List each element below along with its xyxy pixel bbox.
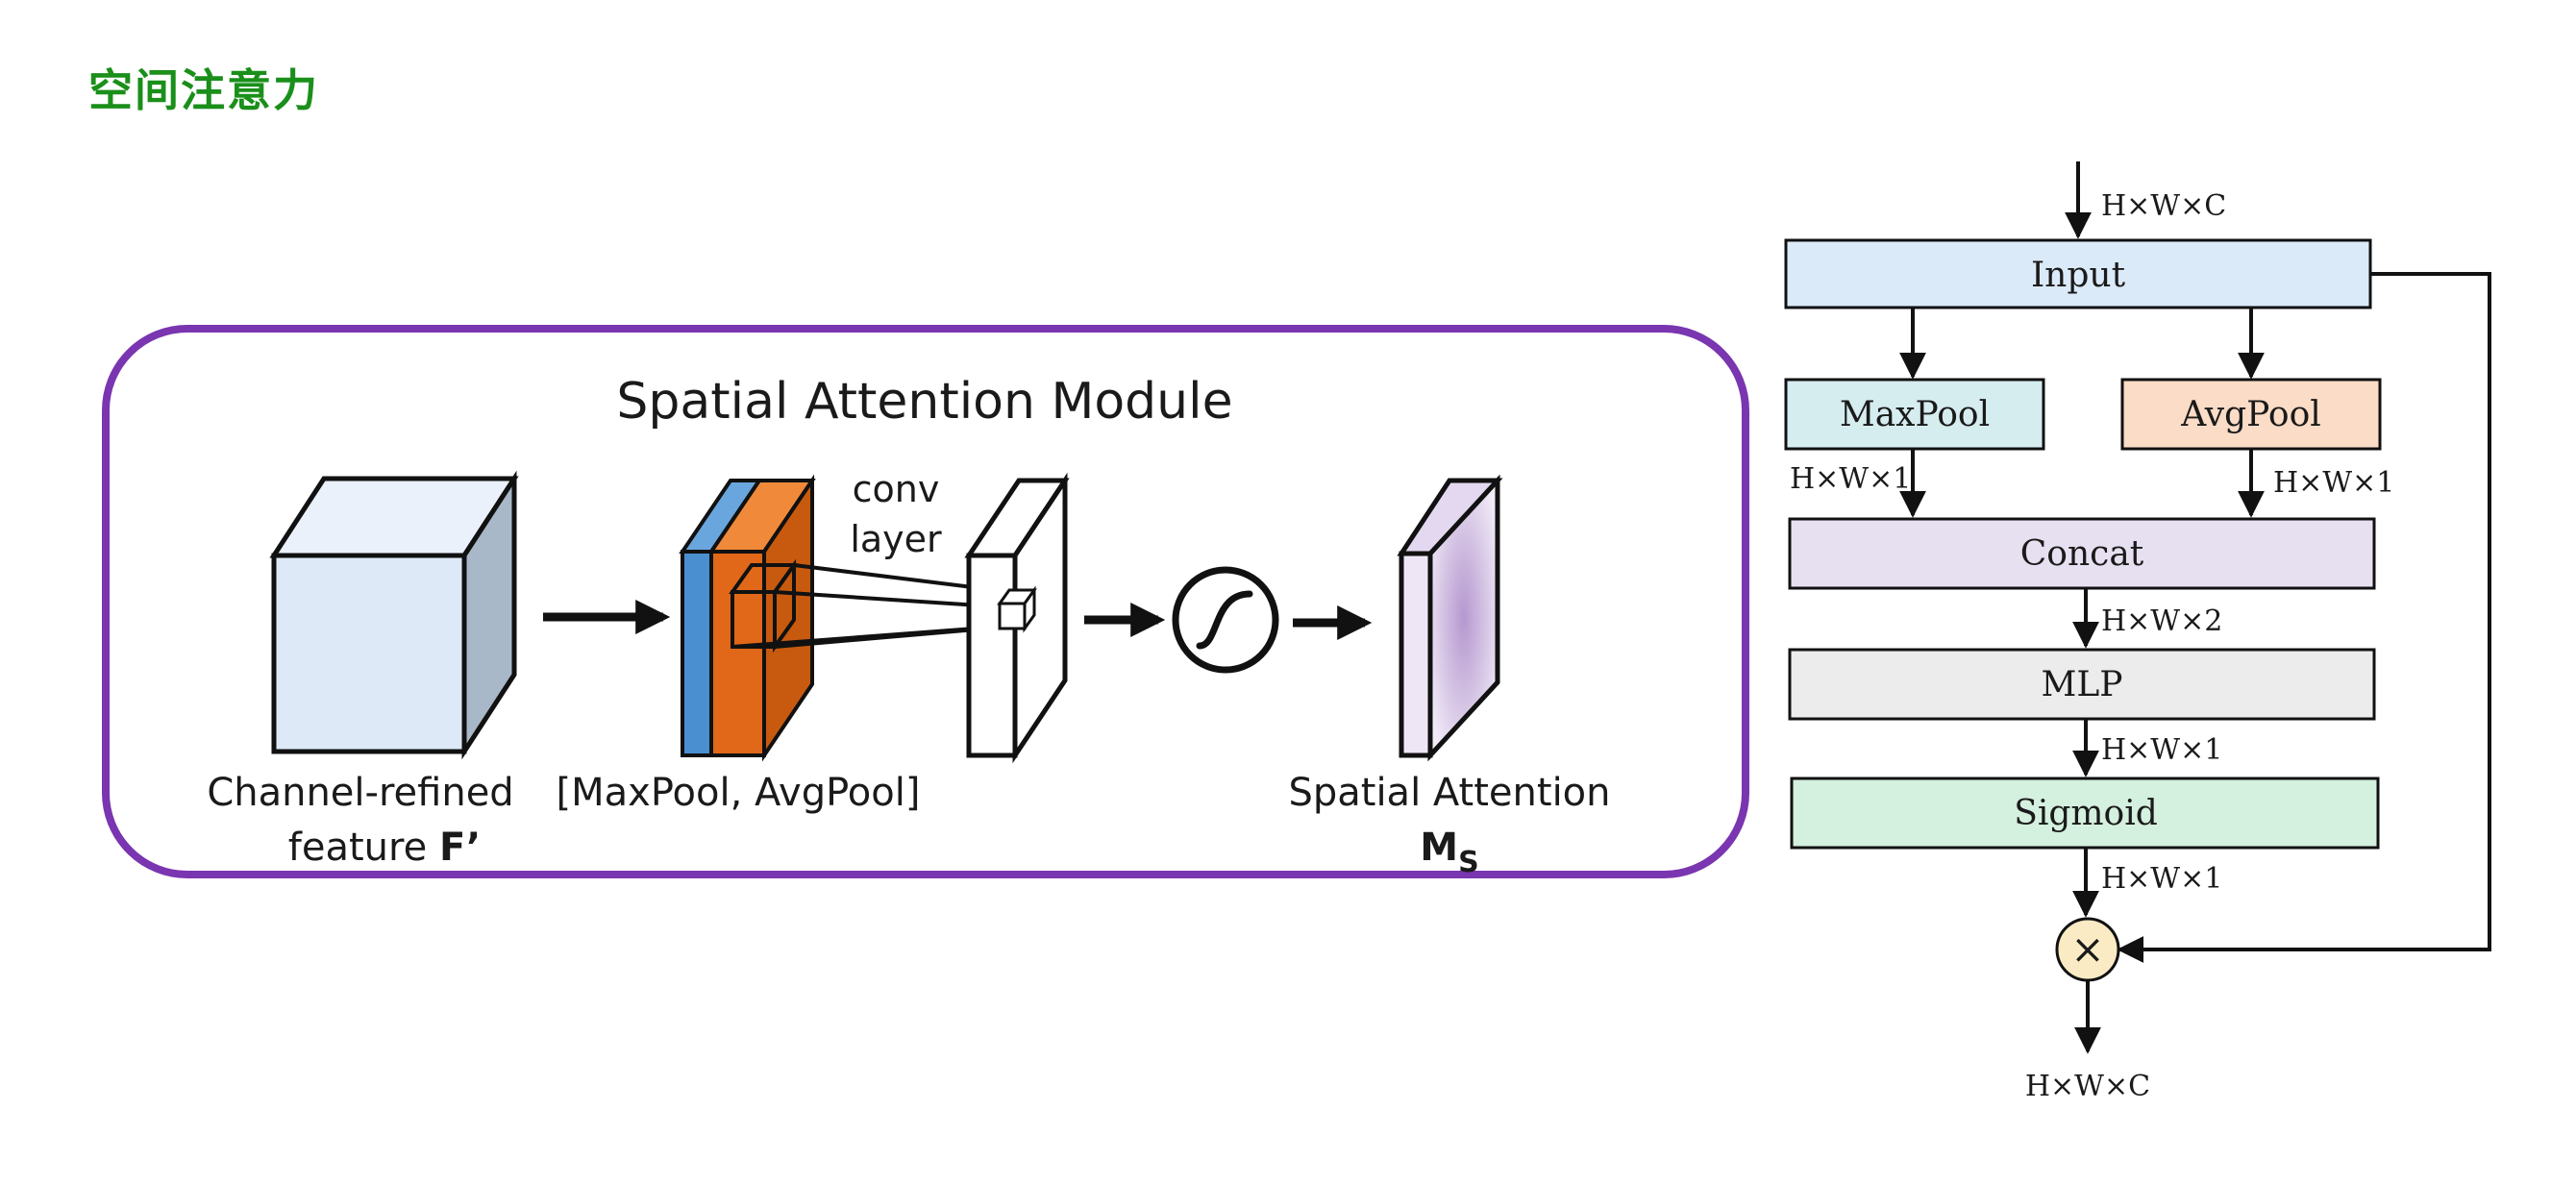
flow-concat-label: Concat (2020, 534, 2144, 574)
input-caption-line1: Channel-refined (207, 771, 513, 815)
flow-skip-connection (2117, 272, 2491, 963)
pooled-feature-maps (679, 474, 816, 762)
spatial-attention-flowchart: H×W×C Input MaxPool AvgPool H×W×1 H×W×1 … (1784, 161, 2491, 1103)
page-heading: 空间注意力 (88, 64, 319, 116)
flow-avgpool-dim: H×W×1 (2273, 466, 2394, 500)
module-frame (102, 325, 1749, 878)
output-symbol-subscript: S (1458, 846, 1479, 879)
flow-sigmoid-label: Sigmoid (2014, 794, 2158, 833)
input-feature-cube (269, 470, 519, 760)
spatial-attention-module: Spatial Attention Module (102, 325, 1749, 879)
flow-multiply-symbol: × (2070, 925, 2104, 973)
flow-avgpool-box (2120, 378, 2382, 451)
conv-label-line1: conv (853, 468, 940, 510)
flow-sigmoid-dim: H×W×1 (2101, 862, 2222, 896)
flow-maxpool-dim: H×W×1 (1790, 462, 1911, 496)
flow-mlp-box (1788, 648, 2376, 721)
output-caption: Spatial Attention (1288, 771, 1610, 815)
input-caption-symbol: F’ (439, 826, 481, 870)
output-symbol: MS (1420, 826, 1478, 879)
flow-input-box (1784, 238, 2372, 309)
input-caption-prefix: feature (288, 826, 439, 870)
flow-maxpool-label: MaxPool (1840, 395, 1990, 434)
flow-concat-box (1788, 517, 2376, 590)
flow-output-dim: H×W×C (2025, 1070, 2150, 1103)
flow-input-label: Input (2031, 256, 2126, 295)
conv-label-line2: layer (850, 518, 942, 560)
input-caption-line2: feature F’ (288, 826, 481, 870)
flow-avgpool-label: AvgPool (2180, 395, 2321, 434)
output-symbol-letter: M (1420, 826, 1458, 870)
flow-input-dim: H×W×C (2101, 189, 2226, 223)
flow-mlp-label: MLP (2042, 665, 2123, 704)
sigmoid-icon (1172, 566, 1279, 674)
pool-caption: [MaxPool, AvgPool] (557, 771, 921, 815)
flow-concat-dim: H×W×2 (2101, 604, 2222, 638)
flow-maxpool-box (1784, 378, 2045, 451)
spatial-attention-map (1397, 474, 1503, 762)
flow-mlp-dim: H×W×1 (2101, 733, 2222, 767)
module-title: Spatial Attention Module (616, 373, 1232, 431)
conv-output-slab (964, 472, 1070, 764)
